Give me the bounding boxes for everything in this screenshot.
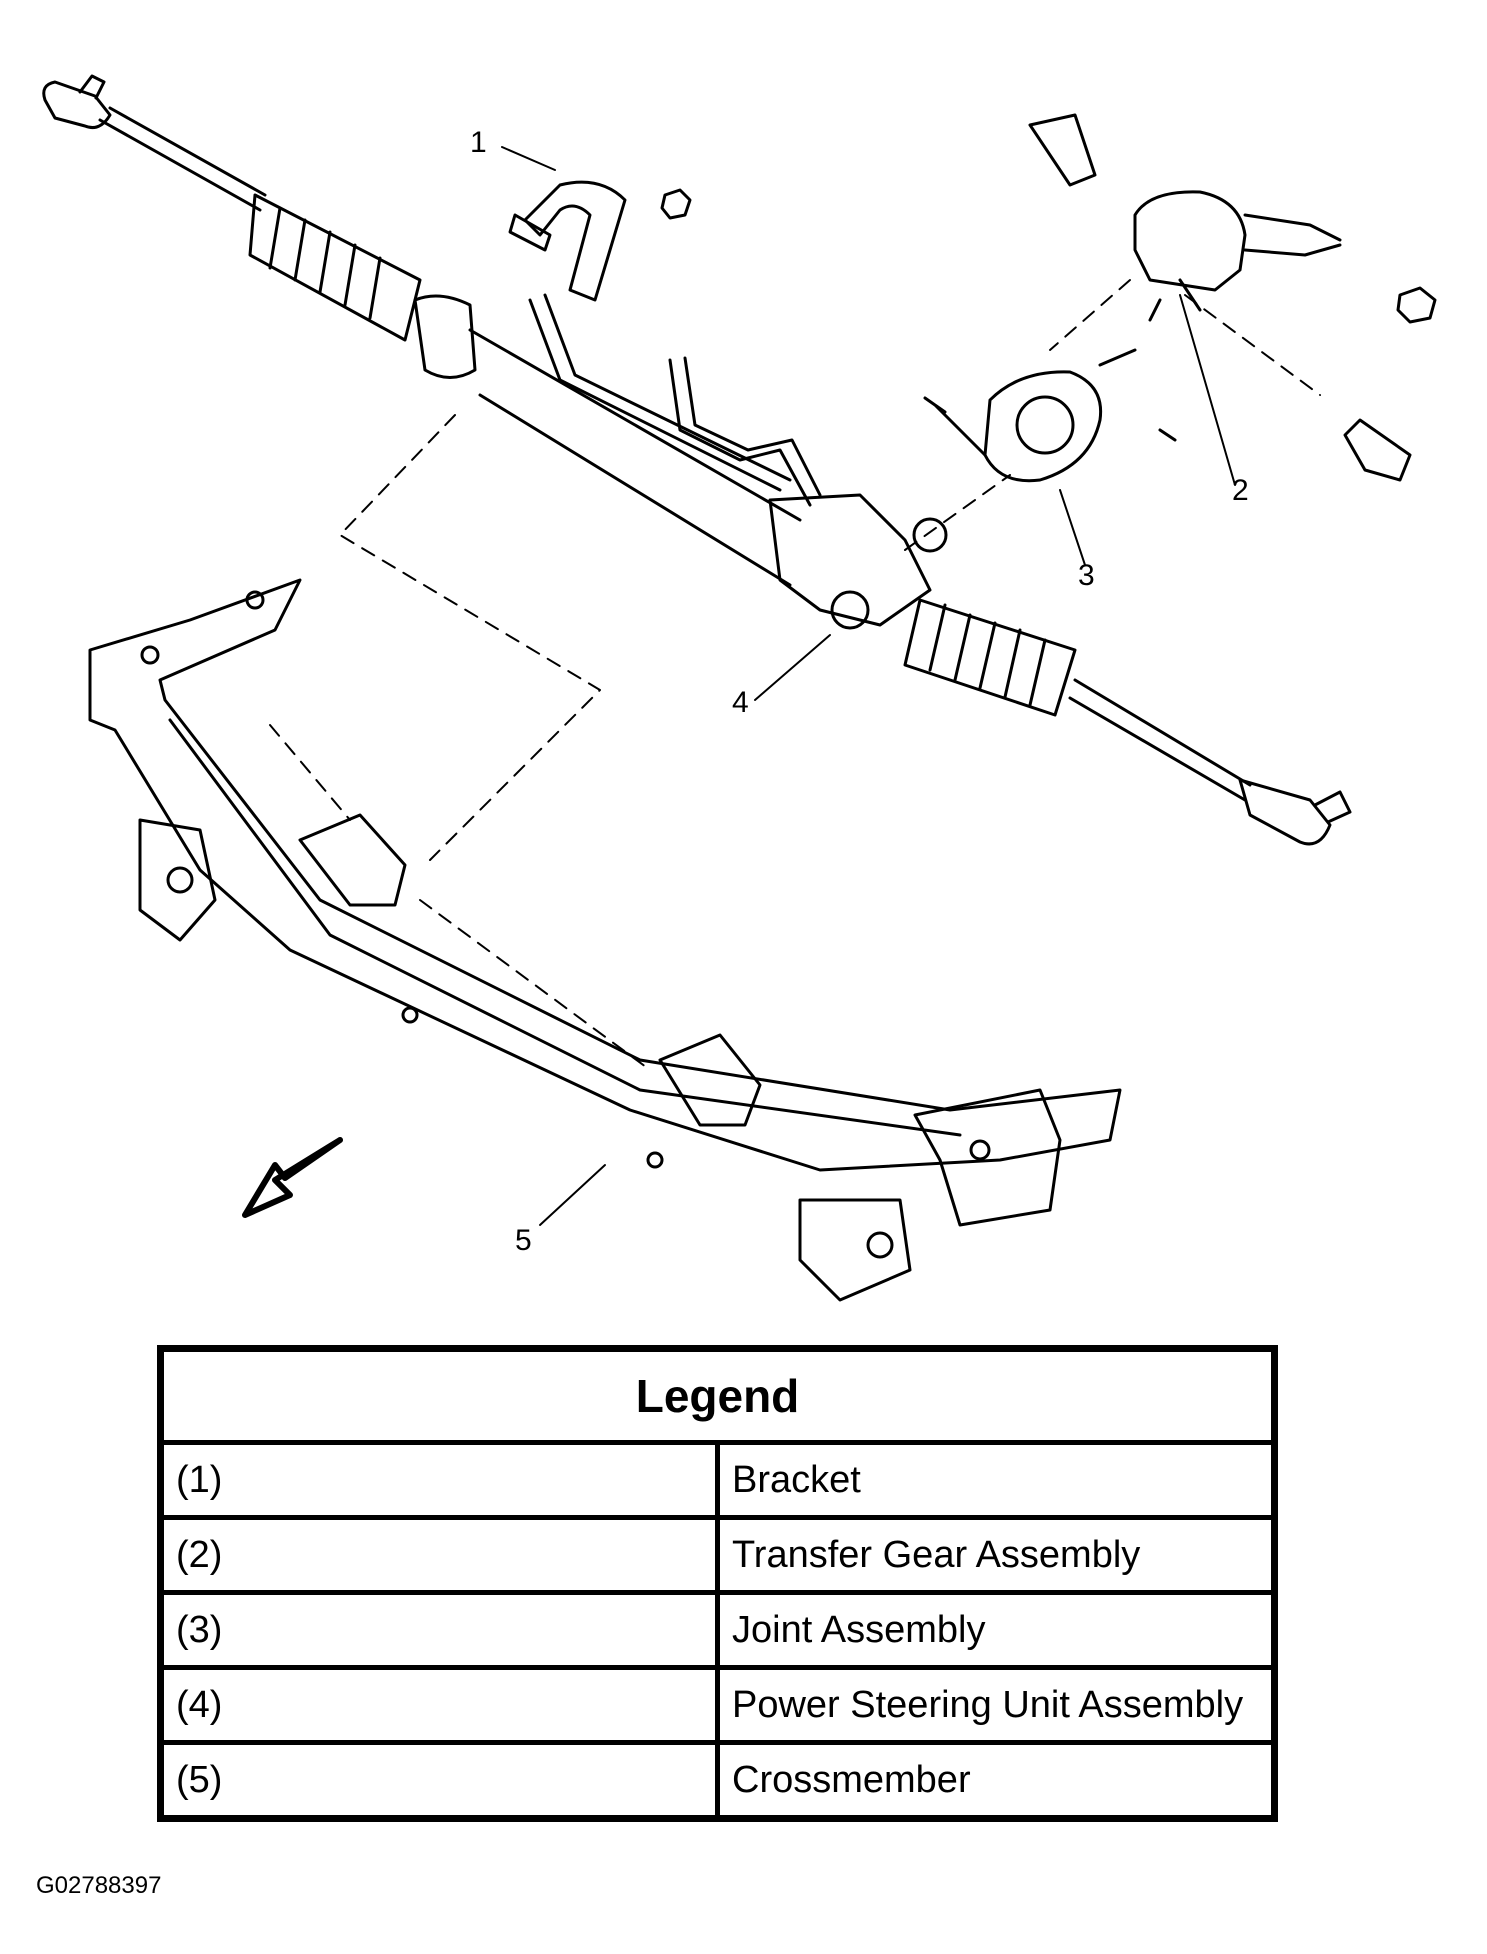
crossmember-inner-edge bbox=[168, 718, 962, 1137]
legend-title: Legend bbox=[158, 1346, 1277, 1445]
crossmember-rack-bracket-right bbox=[658, 1033, 762, 1127]
bracket-tab bbox=[508, 213, 552, 252]
transfer-gear-shaft bbox=[1243, 213, 1342, 257]
legend-row: (5) Crossmember bbox=[158, 1740, 1277, 1821]
legend-header-row: Legend bbox=[158, 1346, 1277, 1445]
legend-row: (4) Power Steering Unit Assembly bbox=[158, 1665, 1277, 1745]
bracket-nut bbox=[660, 188, 692, 220]
pinion-input bbox=[912, 517, 948, 553]
joint-assembly bbox=[923, 348, 1177, 483]
right-mount-hole bbox=[866, 1231, 894, 1259]
leader-lines bbox=[501, 146, 1236, 1226]
hydraulic-lines bbox=[528, 293, 822, 507]
left-mount-bushing bbox=[413, 294, 477, 379]
left-tie-rod-end bbox=[42, 80, 112, 130]
left-boot-ribs bbox=[268, 206, 382, 320]
callout-5: 5 bbox=[515, 1224, 532, 1257]
legend-row-label: Crossmember bbox=[715, 1740, 1277, 1821]
bracket bbox=[508, 180, 692, 302]
legend-row: (3) Joint Assembly bbox=[158, 1590, 1277, 1670]
transfer-gear-assembly bbox=[1028, 113, 1437, 482]
right-tie-rod-end bbox=[1238, 778, 1332, 846]
front-direction-arrow-icon bbox=[242, 1137, 343, 1218]
crossmember bbox=[88, 578, 1122, 1302]
legend-row-label: Bracket bbox=[715, 1440, 1277, 1520]
crossmember-rack-bracket-left bbox=[298, 813, 407, 907]
power-steering-unit-assembly bbox=[42, 74, 1352, 846]
left-tie-rod bbox=[98, 106, 267, 212]
legend-row-label: Joint Assembly bbox=[715, 1590, 1277, 1670]
transfer-gear-nut bbox=[1396, 286, 1437, 324]
transfer-gear-output bbox=[1148, 278, 1202, 322]
legend-row-label: Transfer Gear Assembly bbox=[715, 1515, 1277, 1595]
callout-3: 3 bbox=[1078, 559, 1095, 592]
legend-row-number: (2) bbox=[158, 1515, 720, 1595]
right-boot bbox=[903, 598, 1077, 717]
crossmember-right-plate bbox=[913, 1088, 1062, 1227]
left-plate-hole-2 bbox=[245, 590, 265, 610]
callout-1: 1 bbox=[470, 126, 487, 159]
left-plate-hole-1 bbox=[140, 645, 160, 665]
legend-row-label: Power Steering Unit Assembly bbox=[715, 1665, 1277, 1745]
legend-row: (1) Bracket bbox=[158, 1440, 1277, 1520]
pinion-housing bbox=[768, 493, 932, 627]
legend-row-number: (3) bbox=[158, 1590, 720, 1670]
legend-row-number: (4) bbox=[158, 1665, 720, 1745]
right-boot-ribs bbox=[928, 603, 1047, 707]
left-mount-hole bbox=[166, 866, 194, 894]
callout-4: 4 bbox=[732, 686, 749, 719]
left-tie-rod-stud bbox=[78, 74, 106, 100]
right-plate-hole bbox=[969, 1139, 991, 1161]
installation-guide-lines bbox=[269, 279, 1321, 1071]
legend-row: (2) Transfer Gear Assembly bbox=[158, 1515, 1277, 1595]
figure-id: G02788397 bbox=[36, 1872, 162, 1899]
transfer-gear-mount-bolt bbox=[1028, 113, 1097, 187]
legend-row-number: (1) bbox=[158, 1440, 720, 1520]
joint-pinch-bolt bbox=[923, 396, 987, 457]
rack-tube bbox=[468, 328, 802, 587]
housing-boss bbox=[830, 590, 870, 630]
left-boot bbox=[248, 193, 422, 342]
right-tie-rod bbox=[1068, 678, 1252, 802]
legend-row-number: (5) bbox=[158, 1740, 720, 1821]
transfer-gear-lower-bolt bbox=[1343, 418, 1412, 482]
joint-upper-bolt bbox=[1098, 348, 1177, 442]
callout-2: 2 bbox=[1232, 474, 1249, 507]
right-tie-rod-stud bbox=[1313, 790, 1352, 824]
steering-rack-exploded-diagram: 1 2 3 4 5 bbox=[42, 74, 1437, 1302]
legend-table: Legend (1) Bracket (2) Transfer Gear Ass… bbox=[157, 1345, 1278, 1822]
crossmember-hole-1 bbox=[401, 1006, 419, 1024]
crossmember-left-mount bbox=[138, 818, 217, 942]
crossmember-hole-2 bbox=[646, 1151, 664, 1169]
crossmember-right-mount bbox=[798, 1198, 912, 1302]
